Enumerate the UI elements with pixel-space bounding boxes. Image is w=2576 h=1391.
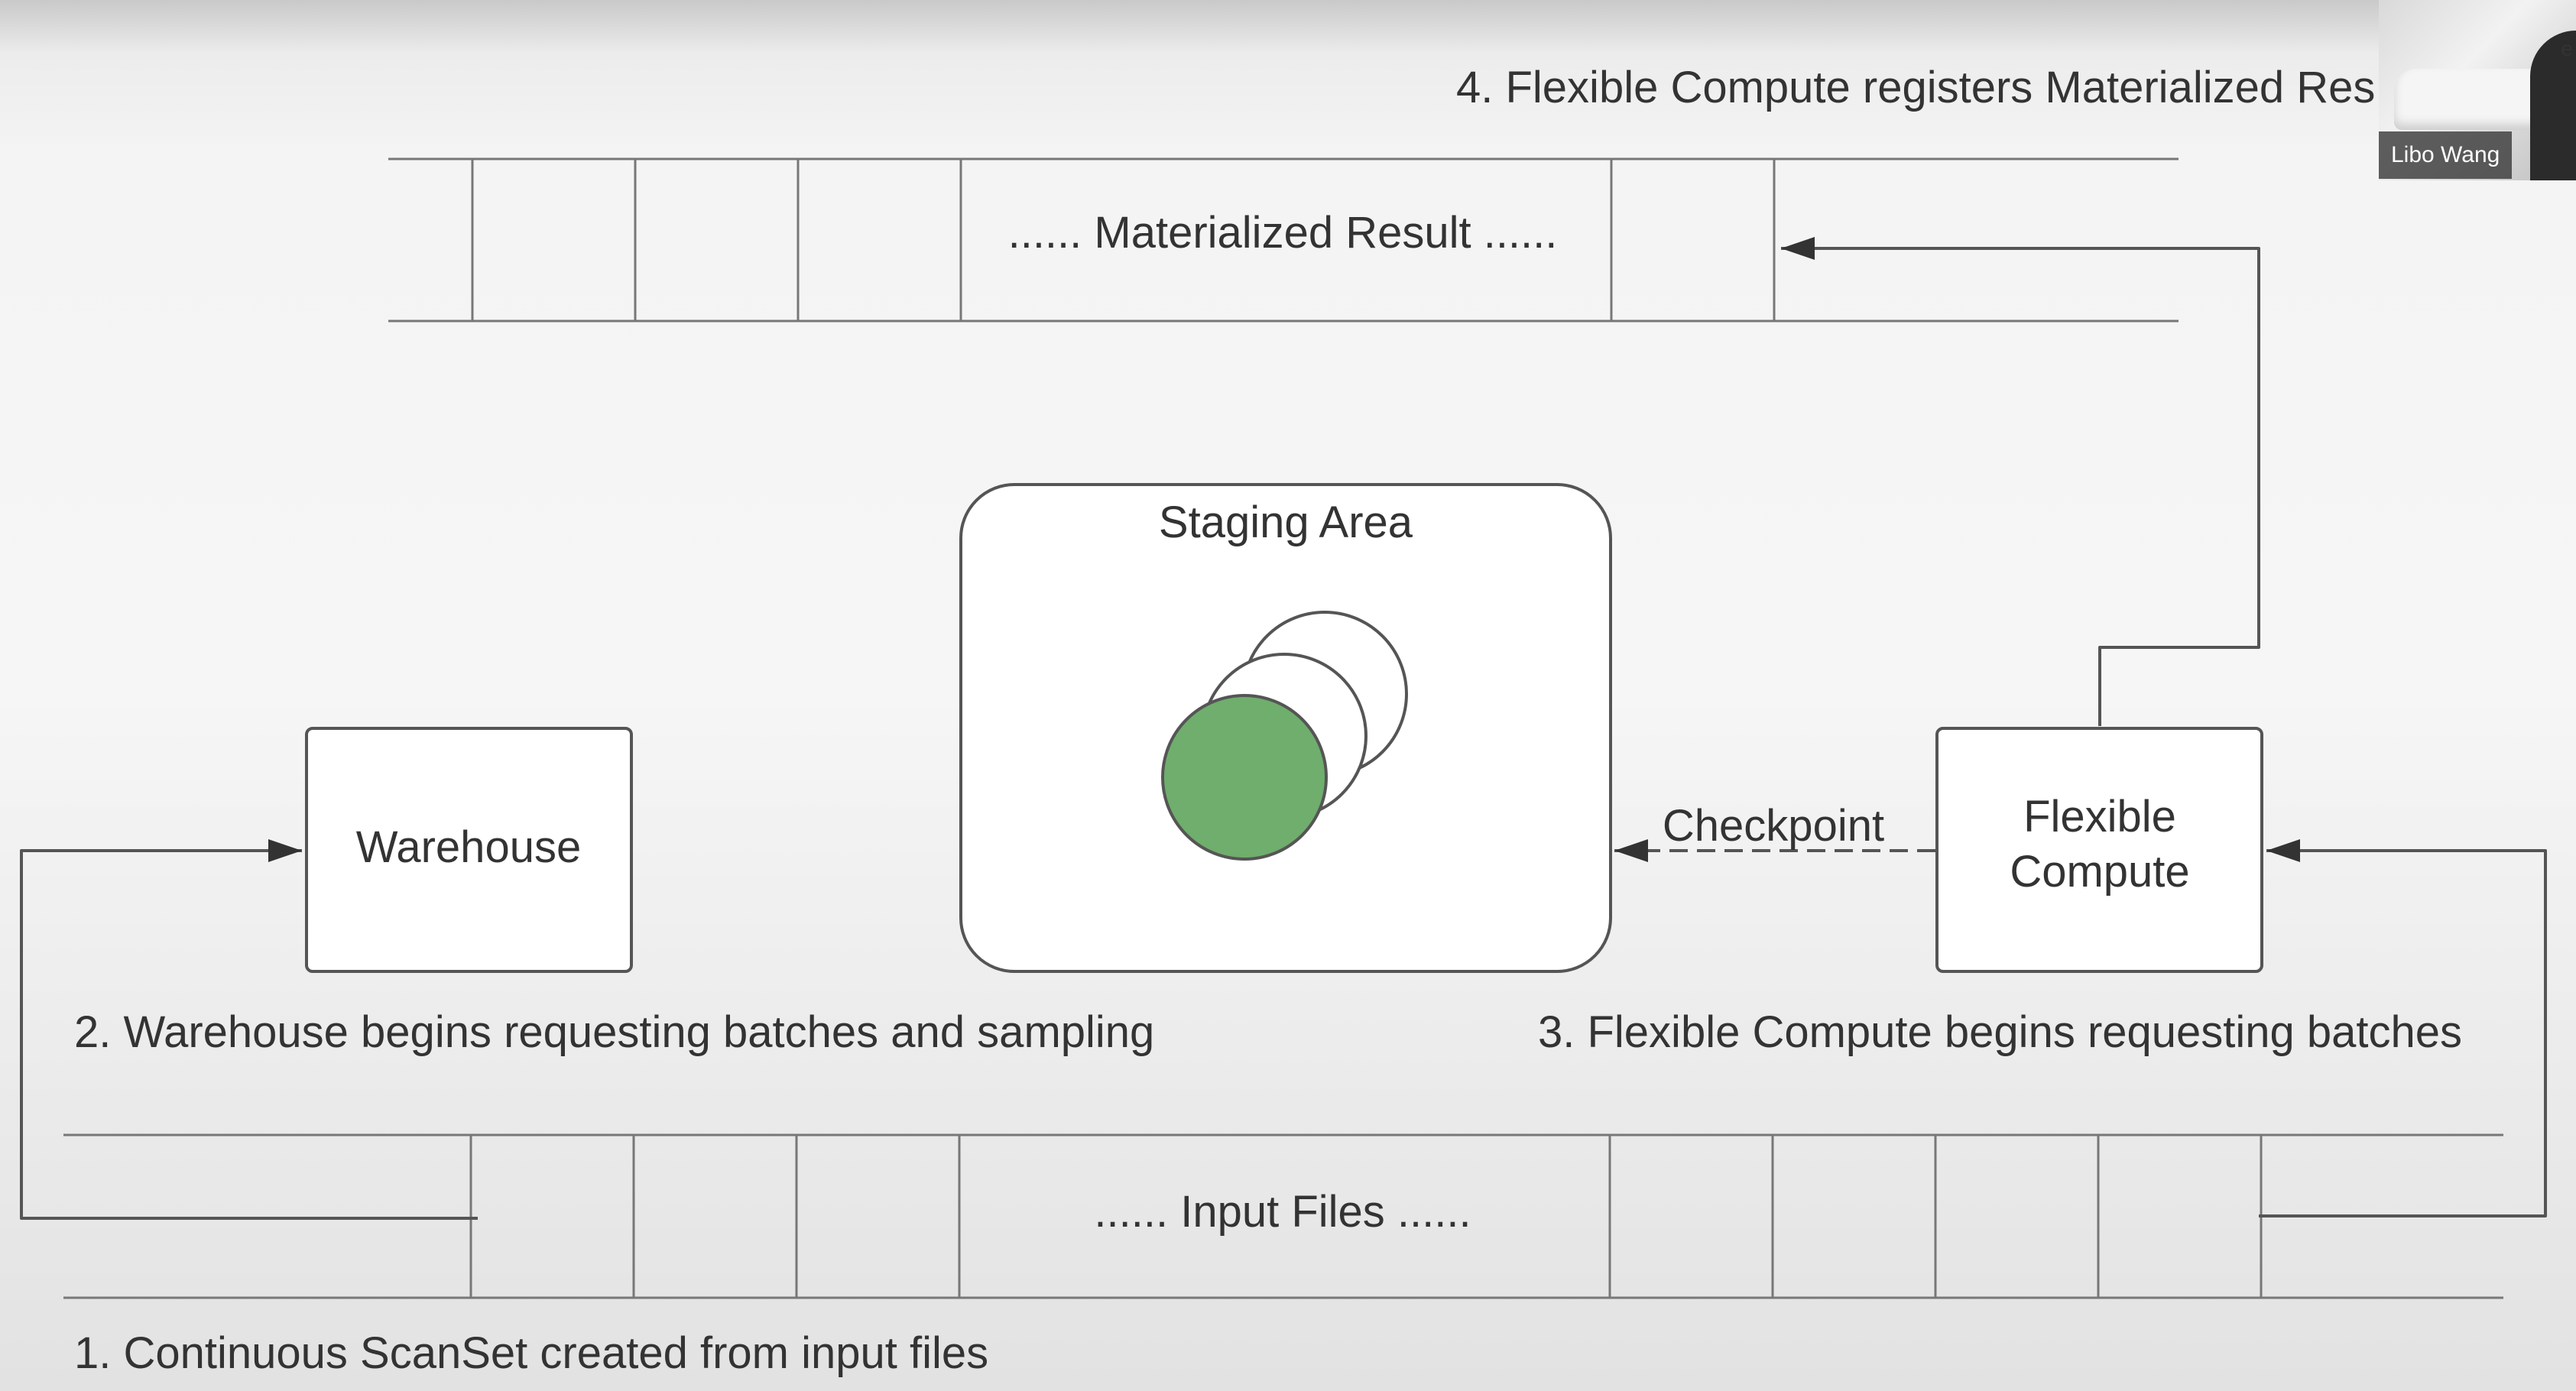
input-files-label: ...... Input Files ...... <box>1094 1187 1471 1237</box>
warehouse-label: Warehouse <box>356 822 581 872</box>
materialized-result-strip <box>388 157 2179 323</box>
participant-video-tile[interactable]: e Libo Wang <box>2379 0 2576 180</box>
step3-label: 3. Flexible Compute begins requesting ba… <box>1538 1007 2462 1057</box>
video-background-sofa <box>2394 69 2555 130</box>
flexible-compute-label-line1: Flexible <box>2023 792 2176 841</box>
flexible-compute-label-line2: Compute <box>2010 847 2189 897</box>
register-result-arrow <box>1781 237 2260 726</box>
flexible-compute-request-arrow <box>2259 839 2547 1218</box>
step4-label: 4. Flexible Compute registers Materializ… <box>1456 63 2375 112</box>
input-files-strip <box>63 1133 2503 1299</box>
warehouse-request-arrow <box>20 839 478 1220</box>
video-corner-glyph: e <box>2561 37 2573 60</box>
step1-label: 1. Continuous ScanSet created from input… <box>74 1328 988 1378</box>
participant-name-tag: Libo Wang <box>2379 131 2513 179</box>
staged-batch-circle-active <box>1161 694 1328 861</box>
checkpoint-label: Checkpoint <box>1663 801 1884 851</box>
flexible-compute-box <box>1935 727 2263 973</box>
step2-label: 2. Warehouse begins requesting batches a… <box>74 1007 1154 1057</box>
warehouse-box <box>305 727 633 973</box>
materialized-result-label: ...... Materialized Result ...... <box>1008 208 1558 258</box>
staging-area-title: Staging Area <box>1159 498 1413 547</box>
video-participant-silhouette <box>2530 31 2576 180</box>
